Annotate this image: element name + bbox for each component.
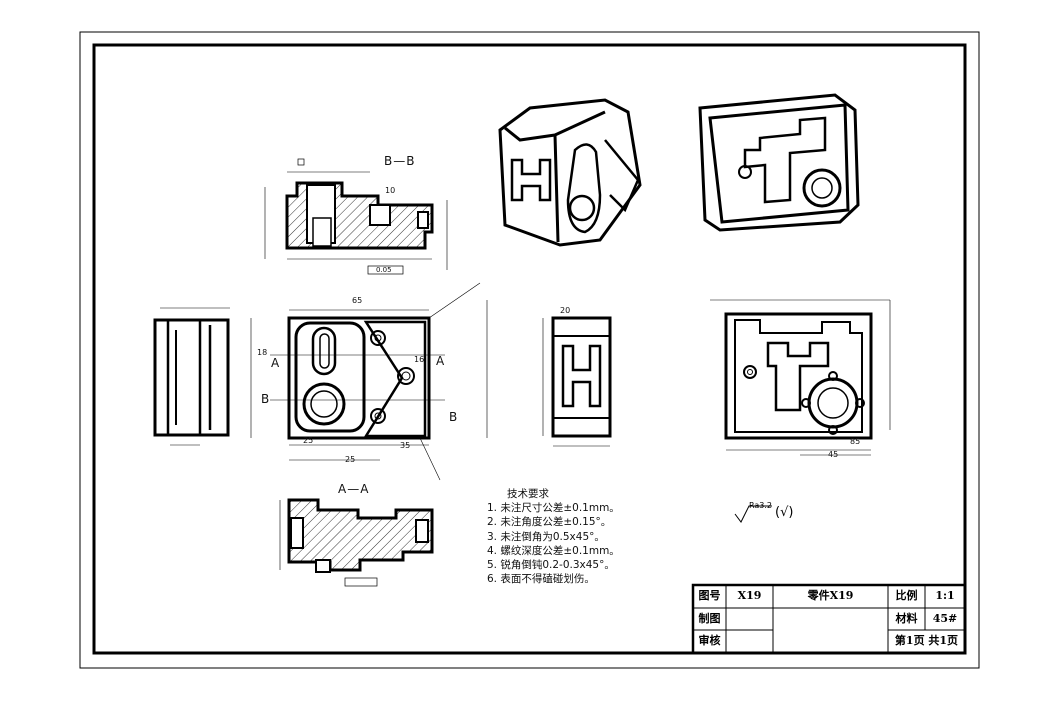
left-side-view	[153, 307, 230, 446]
roughness-value: Ra3.2	[749, 501, 773, 510]
tech-item: 1. 未注尺寸公差±0.1mm。	[487, 502, 620, 515]
section-mark-a-left: A	[271, 356, 281, 370]
section-mark-b-left: B	[261, 392, 271, 406]
dimension-label: 10	[385, 186, 396, 195]
title-block-drawn-label: 制图	[698, 612, 721, 625]
title-block-scale-value: 1:1	[935, 589, 955, 602]
dimension-label: 25	[303, 436, 314, 445]
outer-border	[79, 31, 980, 669]
dimension-label: 35	[400, 441, 411, 450]
tech-item: 5. 锐角倒钝0.2-0.3x45°。	[487, 559, 615, 572]
tech-item: 6. 表面不得磕碰划伤。	[487, 573, 595, 586]
roughness-symbol	[734, 505, 772, 523]
right-view	[710, 299, 891, 456]
isometric-view-2	[698, 93, 860, 232]
dimension-label: 85	[850, 437, 861, 446]
isometric-view-1	[498, 98, 642, 247]
dimension-label: 65	[352, 296, 363, 305]
title-block-tuhao-value: X19	[737, 589, 762, 602]
title-block-material-label: 材料	[895, 612, 918, 625]
dimension-label: 25	[345, 455, 356, 464]
dimension-label: 18	[257, 348, 268, 357]
title-block-tuhao-label: 图号	[698, 589, 721, 602]
dimension-label: 16	[414, 355, 425, 364]
section-mark-a-right: A	[436, 354, 446, 368]
title-block-part-name: 零件X19	[807, 589, 854, 602]
section-mark-b-right: B	[449, 410, 459, 424]
dimension-label: 20	[560, 306, 571, 315]
h-profile-view	[542, 316, 612, 447]
section-bb-view	[264, 158, 448, 275]
tech-item: 4. 螺纹深度公差±0.1mm。	[487, 544, 620, 557]
dimension-label: 45	[828, 450, 839, 459]
inner-border	[92, 43, 967, 655]
main-front-view	[250, 282, 488, 481]
tech-item: 3. 未注倒角为0.5x45°。	[487, 530, 605, 543]
title-block-frame	[691, 583, 967, 655]
tech-title: 技术要求	[507, 488, 549, 500]
title-block-sheet-info: 第1页 共1页	[894, 634, 959, 647]
tech-item: 2. 未注角度公差±0.15°。	[487, 516, 612, 529]
dimension-label: 0.05	[376, 266, 392, 274]
section-label-aa: A—A	[338, 482, 370, 496]
title-block-material-value: 45#	[932, 612, 958, 625]
technical-requirements: 技术要求 1. 未注尺寸公差±0.1mm。 2. 未注角度公差±0.15°。 3…	[487, 487, 620, 586]
section-label-bb: B—B	[384, 154, 416, 168]
roughness-other: (√)	[775, 505, 794, 520]
title-block-checked-label: 审核	[698, 634, 721, 647]
section-aa-view	[279, 498, 434, 587]
title-block-scale-label: 比例	[895, 589, 918, 602]
